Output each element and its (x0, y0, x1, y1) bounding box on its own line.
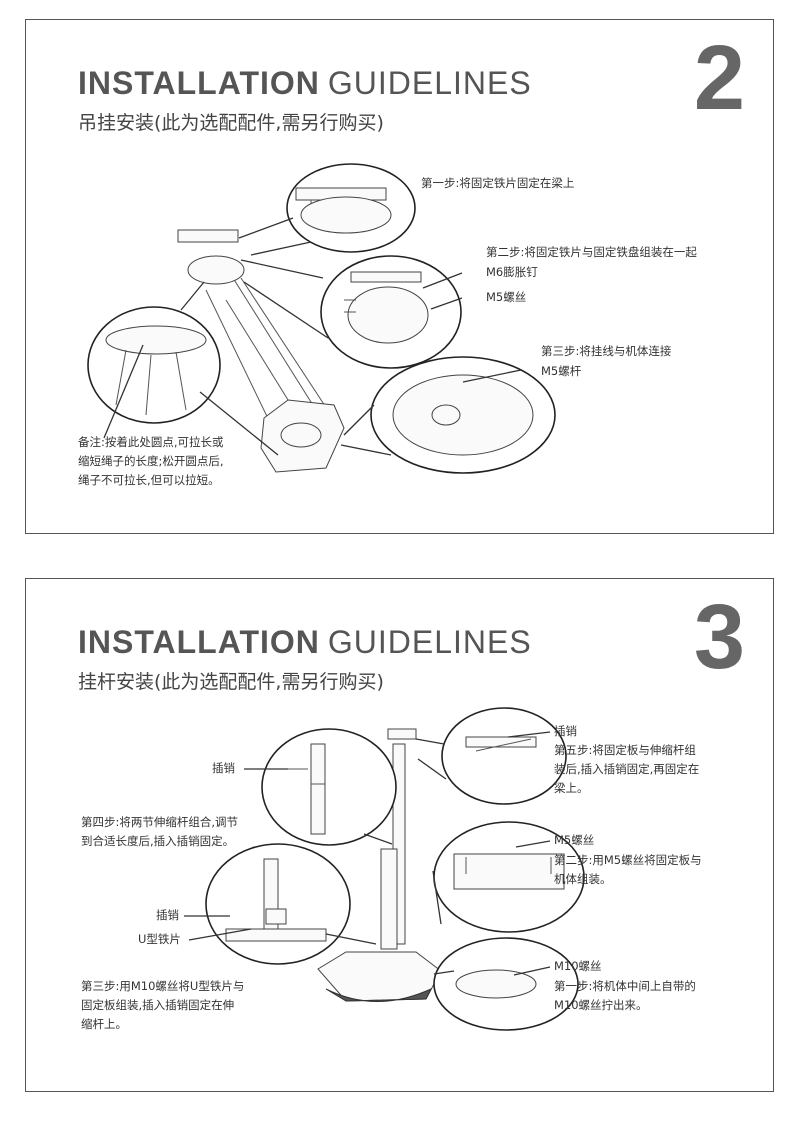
step1-line-1: 第一步:将机体中间上自带的 (554, 979, 696, 993)
page-subtitle: 吊挂安装(此为选配配件,需另行购买) (78, 112, 384, 134)
title-light: GUIDELINES (327, 624, 532, 660)
annotation-step5: 第五步:将固定板与伸缩杆组 装后,插入插销固定,再固定在 梁上。 (554, 741, 699, 798)
annotation-pin-left: 插销 (212, 761, 235, 775)
step2-line-1: 第二步:用M5螺丝将固定板与 (554, 853, 702, 867)
annotation-m10-screw: M10螺丝 (554, 959, 602, 973)
step3-line-2: 固定板组装,插入插销固定在伸 (81, 998, 235, 1012)
step2-line-2: 机体组装。 (554, 872, 612, 886)
rod-installation-diagram (184, 707, 585, 1031)
step3-line-3: 缩杆上。 (81, 1017, 127, 1031)
annotation-step1: 第一步:将固定铁片固定在梁上 (421, 176, 575, 190)
annotation-u-bracket: U型铁片 (138, 932, 181, 946)
annotation-step2: 第二步:用M5螺丝将固定板与 机体组装。 (554, 851, 702, 889)
annotation-step2: 第二步:将固定铁片与固定铁盘组装在一起 (486, 245, 697, 259)
step-number: 2 (693, 27, 745, 129)
title-bold: INSTALLATION (78, 65, 320, 101)
step5-line-2: 装后,插入插销固定,再固定在 (554, 762, 700, 776)
annotation-step4: 第四步:将两节伸缩杆组合,调节 到合适长度后,插入插销固定。 (81, 813, 238, 851)
step-number: 3 (693, 586, 745, 688)
annotation-note: 备注:按着此处圆点,可拉长或 缩短绳子的长度;松开圆点后, 绳子不可拉长,但可以… (78, 433, 224, 490)
note-line-3: 绳子不可拉长,但可以拉短。 (78, 473, 220, 487)
title-light: GUIDELINES (327, 65, 532, 101)
hanging-installation-diagram (87, 163, 556, 474)
annotation-m6: M6膨胀钉 (486, 265, 538, 279)
annotation-m5-rod: M5螺杆 (541, 364, 582, 378)
annotation-pin-top: 插销 (554, 724, 577, 738)
annotation-m5-screw: M5螺丝 (554, 833, 595, 847)
annotation-m5-screw: M5螺丝 (486, 290, 527, 304)
title-bold: INSTALLATION (78, 624, 320, 660)
annotation-pin-lower: 插销 (156, 908, 179, 922)
step5-line-3: 梁上。 (554, 781, 589, 795)
page-subtitle: 挂杆安装(此为选配配件,需另行购买) (78, 671, 384, 693)
note-line-1: 备注:按着此处圆点,可拉长或 (78, 435, 224, 449)
annotation-step1: 第一步:将机体中间上自带的 M10螺丝拧出来。 (554, 977, 696, 1015)
step4-line-1: 第四步:将两节伸缩杆组合,调节 (81, 815, 239, 829)
step1-line-2: M10螺丝拧出来。 (554, 998, 648, 1012)
annotation-step3: 第三步:将挂线与机体连接 (541, 344, 672, 358)
step3-line-1: 第三步:用M10螺丝将U型铁片与 (81, 979, 245, 993)
annotation-step3: 第三步:用M10螺丝将U型铁片与 固定板组装,插入插销固定在伸 缩杆上。 (81, 977, 244, 1034)
step4-line-2: 到合适长度后,插入插销固定。 (81, 834, 235, 848)
note-line-2: 缩短绳子的长度;松开圆点后, (78, 454, 224, 468)
step5-line-1: 第五步:将固定板与伸缩杆组 (554, 743, 696, 757)
